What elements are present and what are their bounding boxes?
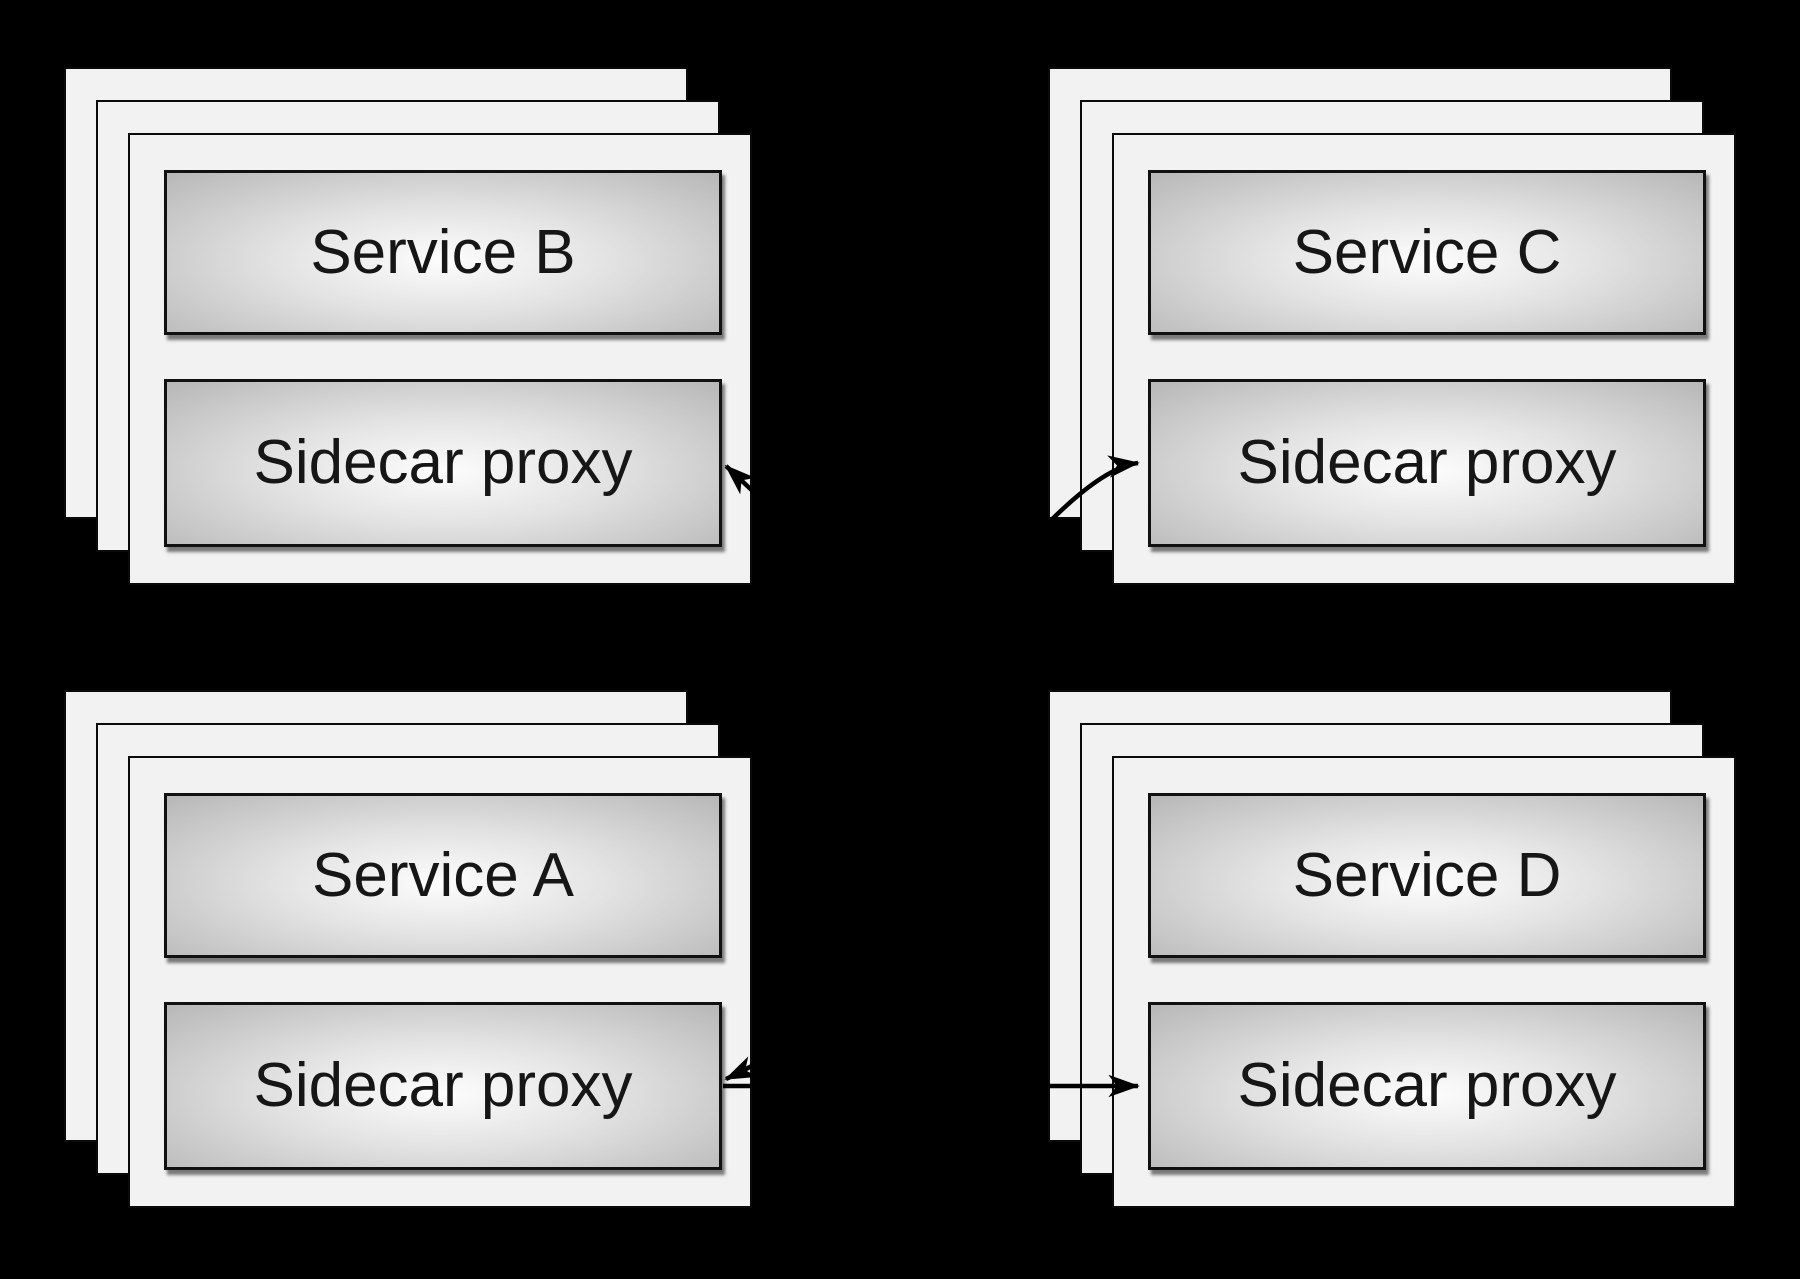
pod-group-service-b: Service B Sidecar proxy: [64, 67, 752, 585]
service-node: Service A: [164, 793, 722, 958]
sidecar-label: Sidecar proxy: [1237, 428, 1617, 497]
service-label: Service D: [1292, 840, 1562, 910]
pod-group-service-d: Service D Sidecar proxy: [1048, 690, 1736, 1208]
service-node: Service B: [164, 170, 722, 335]
service-node: Service D: [1148, 793, 1706, 958]
service-label: Service B: [310, 217, 576, 287]
service-node: Service C: [1148, 170, 1706, 335]
sidecar-proxy-node: Sidecar proxy: [1148, 1002, 1706, 1170]
sidecar-label: Sidecar proxy: [253, 1051, 633, 1120]
service-label: Service A: [312, 840, 574, 910]
pod-group-service-c: Service C Sidecar proxy: [1048, 67, 1736, 585]
service-label: Service C: [1292, 217, 1562, 287]
pod-group-service-a: Service A Sidecar proxy: [64, 690, 752, 1208]
sidecar-label: Sidecar proxy: [1237, 1051, 1617, 1120]
arrow-into-sidecar-b: [724, 464, 902, 642]
sidecar-proxy-node: Sidecar proxy: [1148, 379, 1706, 547]
pod-card-front: Service B Sidecar proxy: [128, 133, 752, 585]
pod-card-front: Service A Sidecar proxy: [128, 756, 752, 1208]
pod-card-front: Service D Sidecar proxy: [1112, 756, 1736, 1208]
sidecar-proxy-node: Sidecar proxy: [164, 1002, 722, 1170]
sidecar-label: Sidecar proxy: [253, 428, 633, 497]
sidecar-proxy-node: Sidecar proxy: [164, 379, 722, 547]
pod-card-front: Service C Sidecar proxy: [1112, 133, 1736, 585]
